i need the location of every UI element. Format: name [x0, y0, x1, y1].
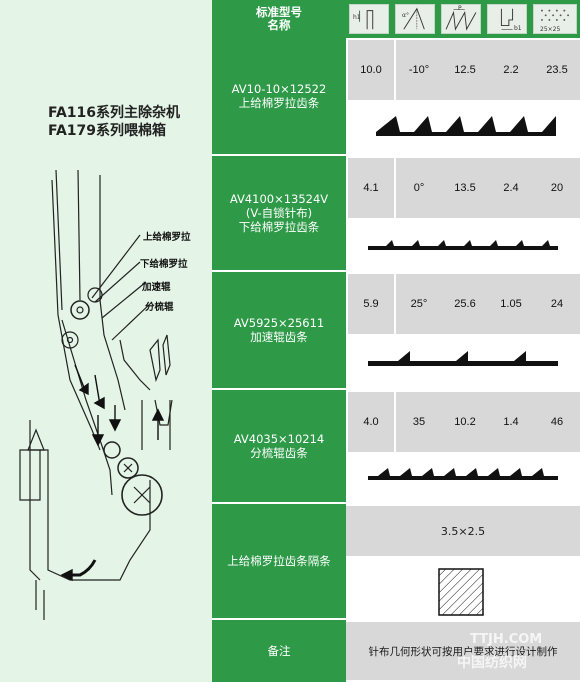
row-name: 备注: [267, 644, 291, 658]
value-pitch: 13.5: [442, 158, 488, 218]
row-separator: [212, 618, 580, 620]
header-title-line1: 标准型号: [256, 5, 302, 19]
row-values: 5.9 25° 25.6 1.05 24: [346, 272, 580, 388]
row-name: 下给棉罗拉齿条: [238, 220, 320, 234]
value-angle: -10°: [396, 40, 442, 100]
remark-text: 针布几何形状可按用户要求进行设计制作: [346, 622, 580, 680]
value-density: 23.5: [534, 40, 580, 100]
value-h1: 5.9: [348, 274, 394, 334]
label-accel-roller: 加速辊: [142, 282, 171, 293]
value-angle: 25°: [396, 274, 442, 334]
row-values: 4.1 0° 13.5 2.4 20: [346, 156, 580, 270]
value-density: 46: [534, 392, 580, 452]
machine-title: FA116系列主除杂机 FA179系列喂棉箱: [48, 104, 180, 140]
row-separator: [212, 502, 580, 504]
value-density: 24: [534, 274, 580, 334]
spacer-dimension: 3.5×2.5: [346, 506, 580, 556]
row-name-cell: AV5925×25611 加速辊齿条: [212, 272, 346, 388]
value-angle: 0°: [396, 158, 442, 218]
tooth-profile-drawing: [366, 116, 556, 136]
tooth-angle-icon: α°: [395, 4, 435, 34]
table-row: AV10-10×12522 上给棉罗拉齿条 10.0 -10° 12.5 2.2…: [212, 38, 580, 154]
label-lower-feed-roller: 下给棉罗拉: [140, 259, 188, 270]
point-density-icon: 25×25: [533, 4, 577, 34]
tooth-profile-drawing: [368, 240, 558, 250]
row-values: 4.0 35 10.2 1.4 46: [346, 390, 580, 502]
row-values: 3.5×2.5: [346, 504, 580, 618]
watermark-url: TTJH.COM: [470, 632, 543, 647]
value-b1: 1.05: [488, 274, 534, 334]
icon-label-density: 25×25: [540, 26, 561, 33]
row-separator: [212, 154, 580, 156]
spacer-cross-section-drawing: [438, 568, 484, 616]
machine-diagram-panel: FA116系列主除杂机 FA179系列喂棉箱: [0, 0, 212, 682]
machine-title-line2: FA179系列喂棉箱: [48, 123, 167, 139]
value-pitch: 10.2: [442, 392, 488, 452]
label-upper-feed-roller: 上给棉罗拉: [143, 232, 191, 243]
row-name-cell: AV10-10×12522 上给棉罗拉齿条: [212, 38, 346, 154]
tooth-profile-drawing: [368, 468, 558, 480]
table-row: 备注 针布几何形状可按用户要求进行设计制作: [212, 620, 580, 682]
icon-label-h1: h1: [353, 14, 361, 21]
row-model: AV4035×10214: [233, 432, 325, 446]
watermark-site: 中国纺织网: [457, 655, 527, 671]
tooth-height-icon: h1: [349, 4, 389, 34]
value-density: 20: [534, 158, 580, 218]
icon-label-p: P: [458, 5, 462, 12]
row-separator: [212, 388, 580, 390]
row-values: 10.0 -10° 12.5 2.2 23.5: [346, 38, 580, 154]
value-pitch: 12.5: [442, 40, 488, 100]
row-name-cell: AV4035×10214 分梳辊齿条: [212, 390, 346, 502]
row-name-cell: 上给棉罗拉齿条隔条: [212, 504, 346, 618]
value-angle: 35: [396, 392, 442, 452]
tooth-profile-drawing: [368, 351, 558, 366]
row-name: 上给棉罗拉齿条隔条: [227, 554, 331, 568]
value-b1: 1.4: [488, 392, 534, 452]
card-clothing-spec-table: 标准型号 名称 h1 α° P b1 25: [212, 0, 580, 682]
row-name-cell: AV4100×13524V (V-自锁针布) 下给棉罗拉齿条: [212, 156, 346, 270]
header-title: 标准型号 名称: [212, 0, 346, 38]
value-b1: 2.4: [488, 158, 534, 218]
row-model: AV10-10×12522: [231, 82, 327, 96]
value-h1: 4.1: [348, 158, 394, 218]
icon-label-b1: b1: [514, 25, 522, 32]
row-name: 上给棉罗拉齿条: [238, 96, 320, 110]
row-model: AV4100×13524V: [229, 192, 329, 206]
table-row: AV4100×13524V (V-自锁针布) 下给棉罗拉齿条 4.1 0° 13…: [212, 156, 580, 270]
table-row: AV5925×25611 加速辊齿条 5.9 25° 25.6 1.05 24: [212, 272, 580, 388]
value-pitch: 25.6: [442, 274, 488, 334]
machine-title-line1: FA116系列主除杂机: [48, 105, 181, 121]
table-row: 上给棉罗拉齿条隔条 3.5×2.5: [212, 504, 580, 618]
header-title-line2: 名称: [267, 18, 291, 32]
row-name-cell: 备注: [212, 620, 346, 682]
row-separator: [212, 270, 580, 272]
row-model-note: (V-自锁针布): [245, 206, 313, 220]
base-width-icon: b1: [487, 4, 527, 34]
label-carding-roller: 分梳辊: [145, 302, 174, 313]
row-values: 针布几何形状可按用户要求进行设计制作: [346, 620, 580, 682]
value-h1: 10.0: [348, 40, 394, 100]
icon-label-alpha: α°: [402, 12, 409, 19]
table-row: AV4035×10214 分梳辊齿条 4.0 35 10.2 1.4 46: [212, 390, 580, 502]
value-b1: 2.2: [488, 40, 534, 100]
machine-diagram: [19, 169, 173, 620]
table-header: 标准型号 名称 h1 α° P b1 25: [212, 0, 580, 38]
row-name: 加速辊齿条: [250, 330, 308, 344]
tooth-pitch-icon: P: [441, 4, 481, 34]
value-h1: 4.0: [348, 392, 394, 452]
row-name: 分梳辊齿条: [250, 446, 308, 460]
row-model: AV5925×25611: [233, 316, 325, 330]
